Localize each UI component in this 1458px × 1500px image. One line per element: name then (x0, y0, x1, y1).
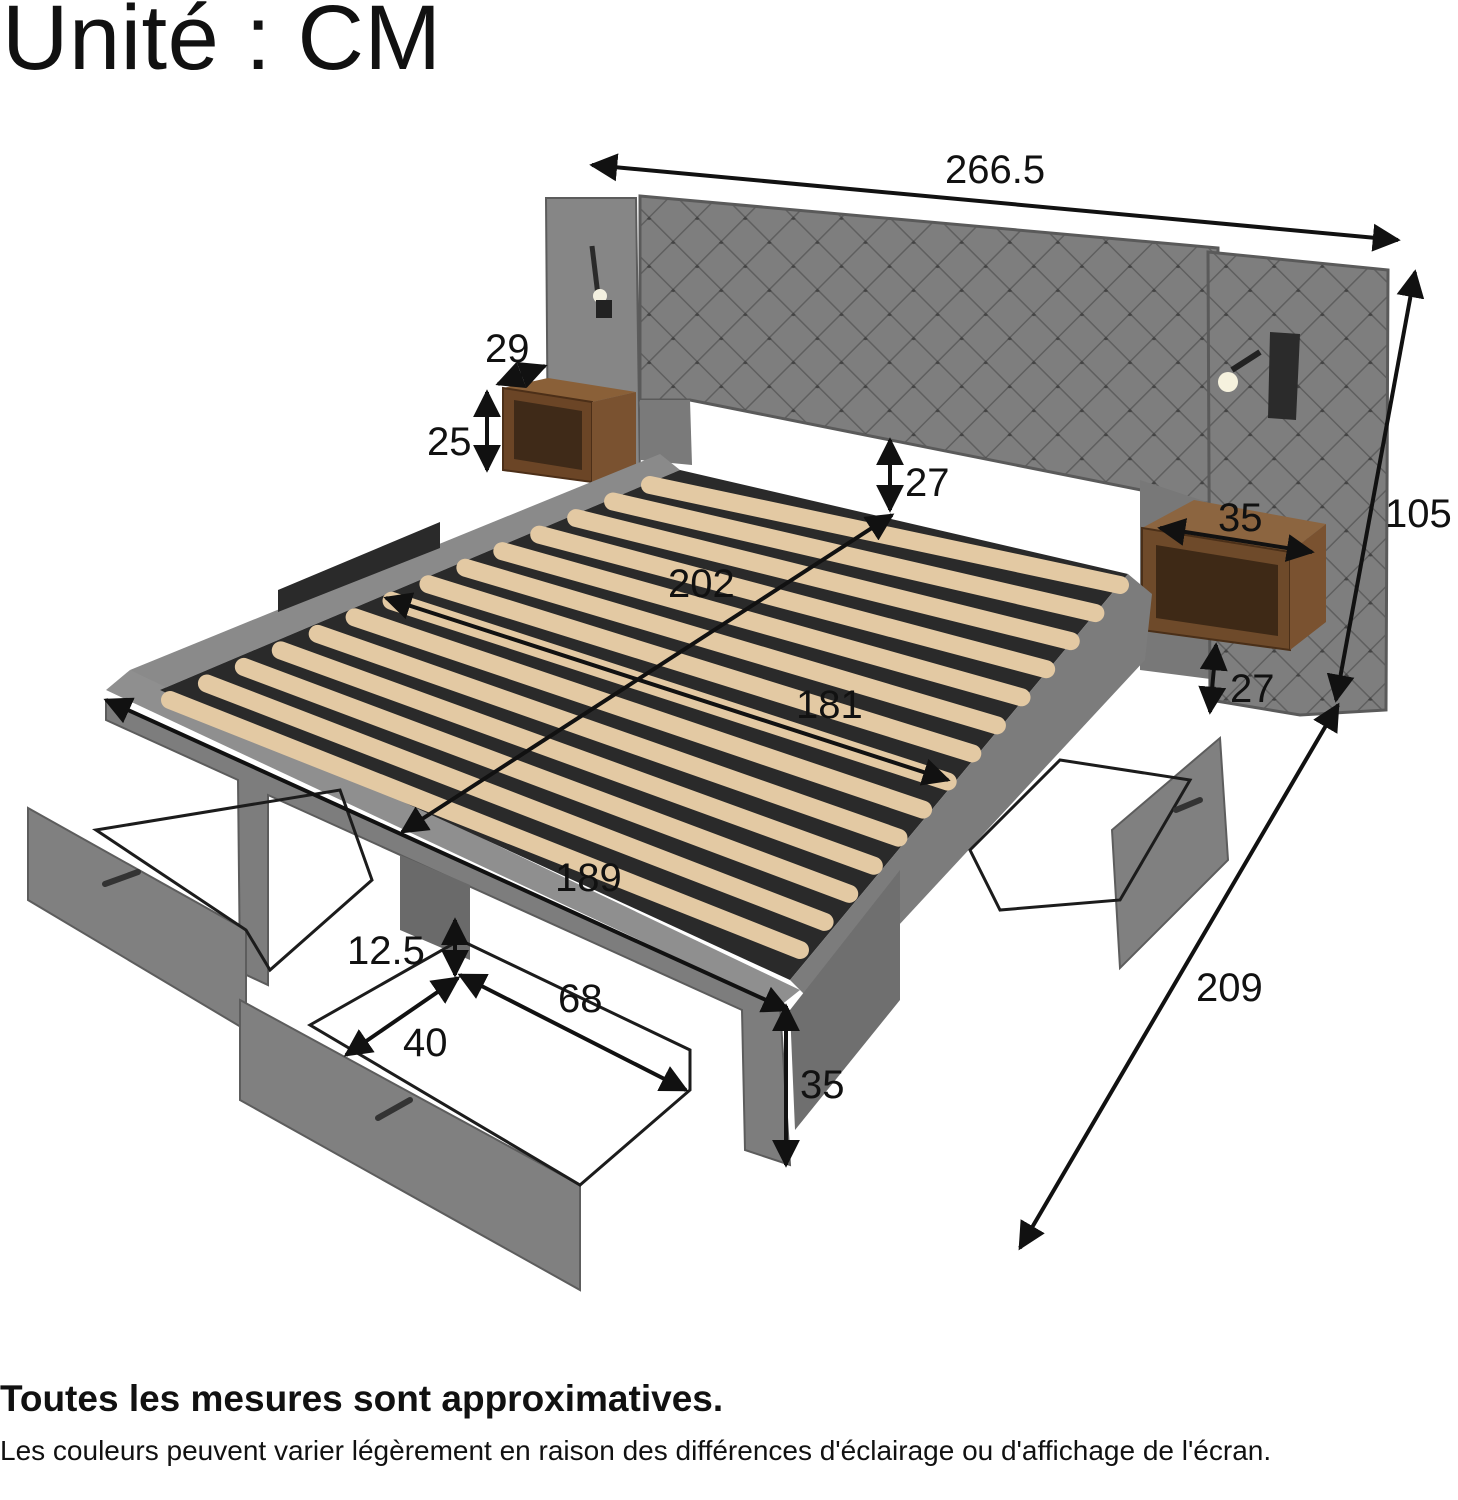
label-nightstand-width: 35 (1218, 496, 1263, 540)
left-front-drawer (27, 788, 374, 1032)
arrow-drawer-width (343, 976, 461, 1057)
arrow-nightstand-clearance (1198, 642, 1228, 715)
arrow-total-width (589, 153, 1401, 252)
label-mattress-length: 202 (668, 562, 735, 606)
left-side-drawer (278, 522, 440, 612)
right-headboard-panel (1206, 250, 1390, 717)
page-title: Unité : CM (2, 0, 442, 89)
tufted-center-panel (638, 194, 1220, 507)
left-reading-lamp-icon (589, 245, 612, 318)
arrow-drawer-length (457, 973, 689, 1092)
center-drawer (239, 938, 692, 1292)
drawer-handle-icon (375, 1097, 413, 1121)
arrow-total-height (1326, 269, 1425, 703)
dimension-arrows (103, 153, 1425, 1251)
label-total-height: 105 (1385, 492, 1452, 536)
label-frame-height: 35 (800, 1063, 845, 1107)
label-drawer-length: 68 (558, 977, 603, 1021)
arrow-shelf-depth (495, 361, 548, 389)
label-total-width: 266.5 (945, 148, 1045, 192)
label-frame-length: 189 (555, 856, 622, 900)
arrow-frame-length (103, 697, 791, 1013)
arrow-nightstand-width (1157, 518, 1315, 562)
label-drawer-height: 12.5 (347, 929, 425, 973)
label-shelf-depth: 29 (485, 327, 530, 371)
bed-slats (161, 476, 1129, 959)
label-total-length: 209 (1196, 966, 1263, 1010)
arrow-total-length (1018, 702, 1340, 1251)
label-shelf-height: 25 (427, 420, 472, 464)
right-reading-lamp-icon (1218, 332, 1300, 420)
approximate-measurements-note: Toutes les mesures sont approximatives. (0, 1378, 724, 1419)
label-mattress-width: 181 (796, 683, 863, 727)
label-drawer-width: 40 (403, 1021, 448, 1065)
color-disclaimer: Les couleurs peuvent varier légèrement e… (0, 1435, 1272, 1466)
left-side-shelf (502, 378, 636, 484)
arrow-mattress-width (383, 592, 951, 786)
label-headboard-gap: 27 (905, 461, 950, 505)
label-nightstand-clearance: 27 (1230, 667, 1275, 711)
